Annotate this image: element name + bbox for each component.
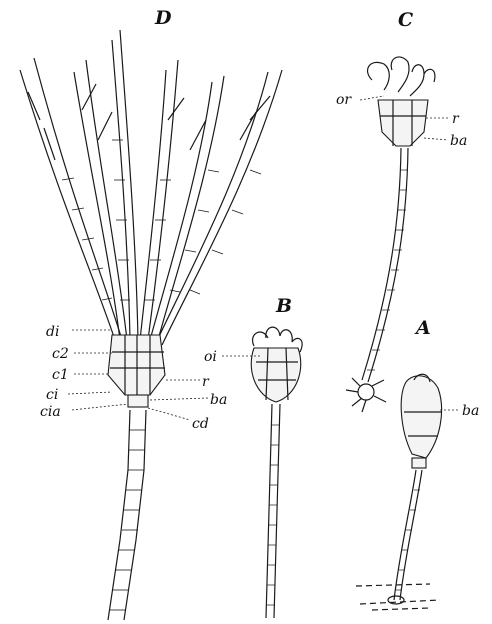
label-oi: oi (204, 349, 217, 365)
figure-d-stem (108, 410, 146, 620)
label-c2: c2 (52, 346, 69, 362)
label-cia: cia (40, 404, 61, 420)
label-r-d: r (202, 374, 210, 390)
figure-b-caption: B (275, 295, 292, 317)
label-ci: ci (46, 387, 58, 403)
label-c1: c1 (52, 367, 69, 383)
label-or: or (336, 92, 352, 108)
label-cd: cd (192, 416, 209, 432)
label-ba-c: ba (450, 133, 467, 149)
figure-d-calyx (108, 335, 165, 407)
figure-c: C or r ba (336, 9, 467, 412)
figure-b: B oi (204, 295, 302, 618)
label-ba-d: ba (210, 392, 227, 408)
figure-d-arms (20, 30, 282, 345)
figure-c-holdfast (346, 378, 386, 412)
figure-a-caption: A (414, 317, 431, 339)
label-ba-a: ba (462, 403, 479, 419)
label-r-c: r (452, 111, 460, 127)
label-di: di (46, 324, 59, 340)
figure-c-caption: C (398, 9, 413, 31)
figure-a-substrate (356, 584, 440, 610)
figure-d-caption: D (154, 7, 172, 29)
figure-d: D (20, 7, 282, 620)
